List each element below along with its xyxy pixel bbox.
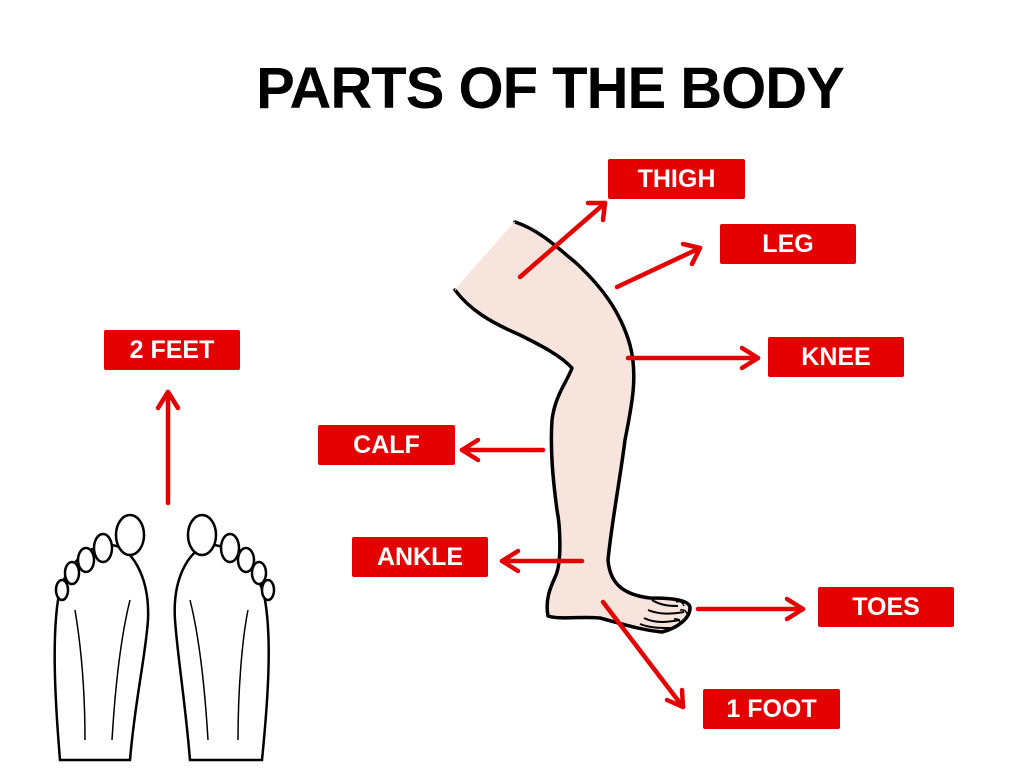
label-calf: CALF	[318, 425, 455, 465]
label-leg: LEG	[720, 224, 856, 264]
label-knee: KNEE	[768, 337, 904, 377]
arrow-calf	[459, 437, 546, 463]
right-sole	[173, 513, 276, 762]
toes-lines	[639, 599, 685, 629]
toe-nails	[673, 600, 688, 624]
left-sole	[53, 513, 150, 762]
label-ankle: ANKLE	[352, 537, 488, 577]
leg-outline	[453, 220, 692, 634]
label-feet: 2 FEET	[104, 330, 240, 370]
label-toes: TOES	[818, 587, 954, 627]
leg-drawing	[453, 220, 692, 634]
feet-soles-drawing	[53, 513, 276, 762]
label-foot: 1 FOOT	[703, 689, 840, 729]
arrow-knee	[625, 345, 761, 371]
arrow-ankle	[499, 548, 585, 574]
arrow-foot	[600, 599, 686, 710]
arrow-feet	[155, 389, 181, 506]
arrow-thigh	[517, 200, 608, 280]
page-title: PARTS OF THE BODY	[256, 56, 845, 121]
thigh-cut	[454, 221, 516, 291]
arrow-toes	[695, 596, 806, 622]
arrow-leg	[614, 241, 703, 290]
leg-shape	[455, 222, 690, 632]
label-thigh: THIGH	[608, 159, 745, 199]
